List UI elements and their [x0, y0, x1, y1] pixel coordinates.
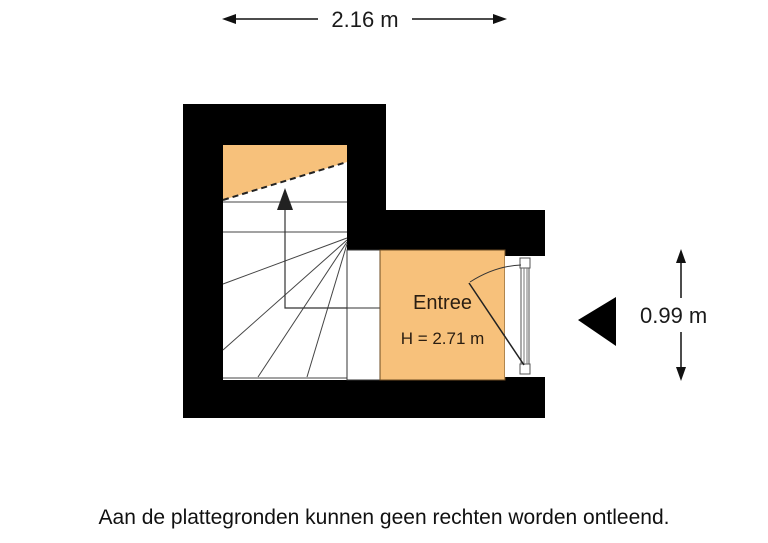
- width-dimension-label: 2.16 m: [320, 8, 410, 32]
- arrow-right-icon: [493, 14, 507, 24]
- room-name-label: Entree: [413, 292, 472, 314]
- front-door: [468, 256, 545, 377]
- entrance-arrow-icon: [578, 297, 616, 346]
- room-height-label: H = 2.71 m: [400, 329, 485, 348]
- depth-dimension-label: 0.99 m: [640, 304, 724, 328]
- disclaimer-text: Aan de plattegronden kunnen geen rechten…: [98, 506, 670, 529]
- arrow-down-icon: [676, 367, 686, 381]
- void-area: [223, 145, 347, 200]
- arrow-up-icon: [676, 249, 686, 263]
- stair-room: [222, 145, 380, 380]
- arrow-left-icon: [222, 14, 236, 24]
- stair-up-arrow-icon: [277, 188, 293, 210]
- room-entree: [379, 249, 506, 381]
- door-swing-arc: [469, 264, 522, 283]
- stair-cutline: [222, 161, 348, 201]
- landing: [346, 249, 381, 381]
- door-leaf: [468, 282, 525, 366]
